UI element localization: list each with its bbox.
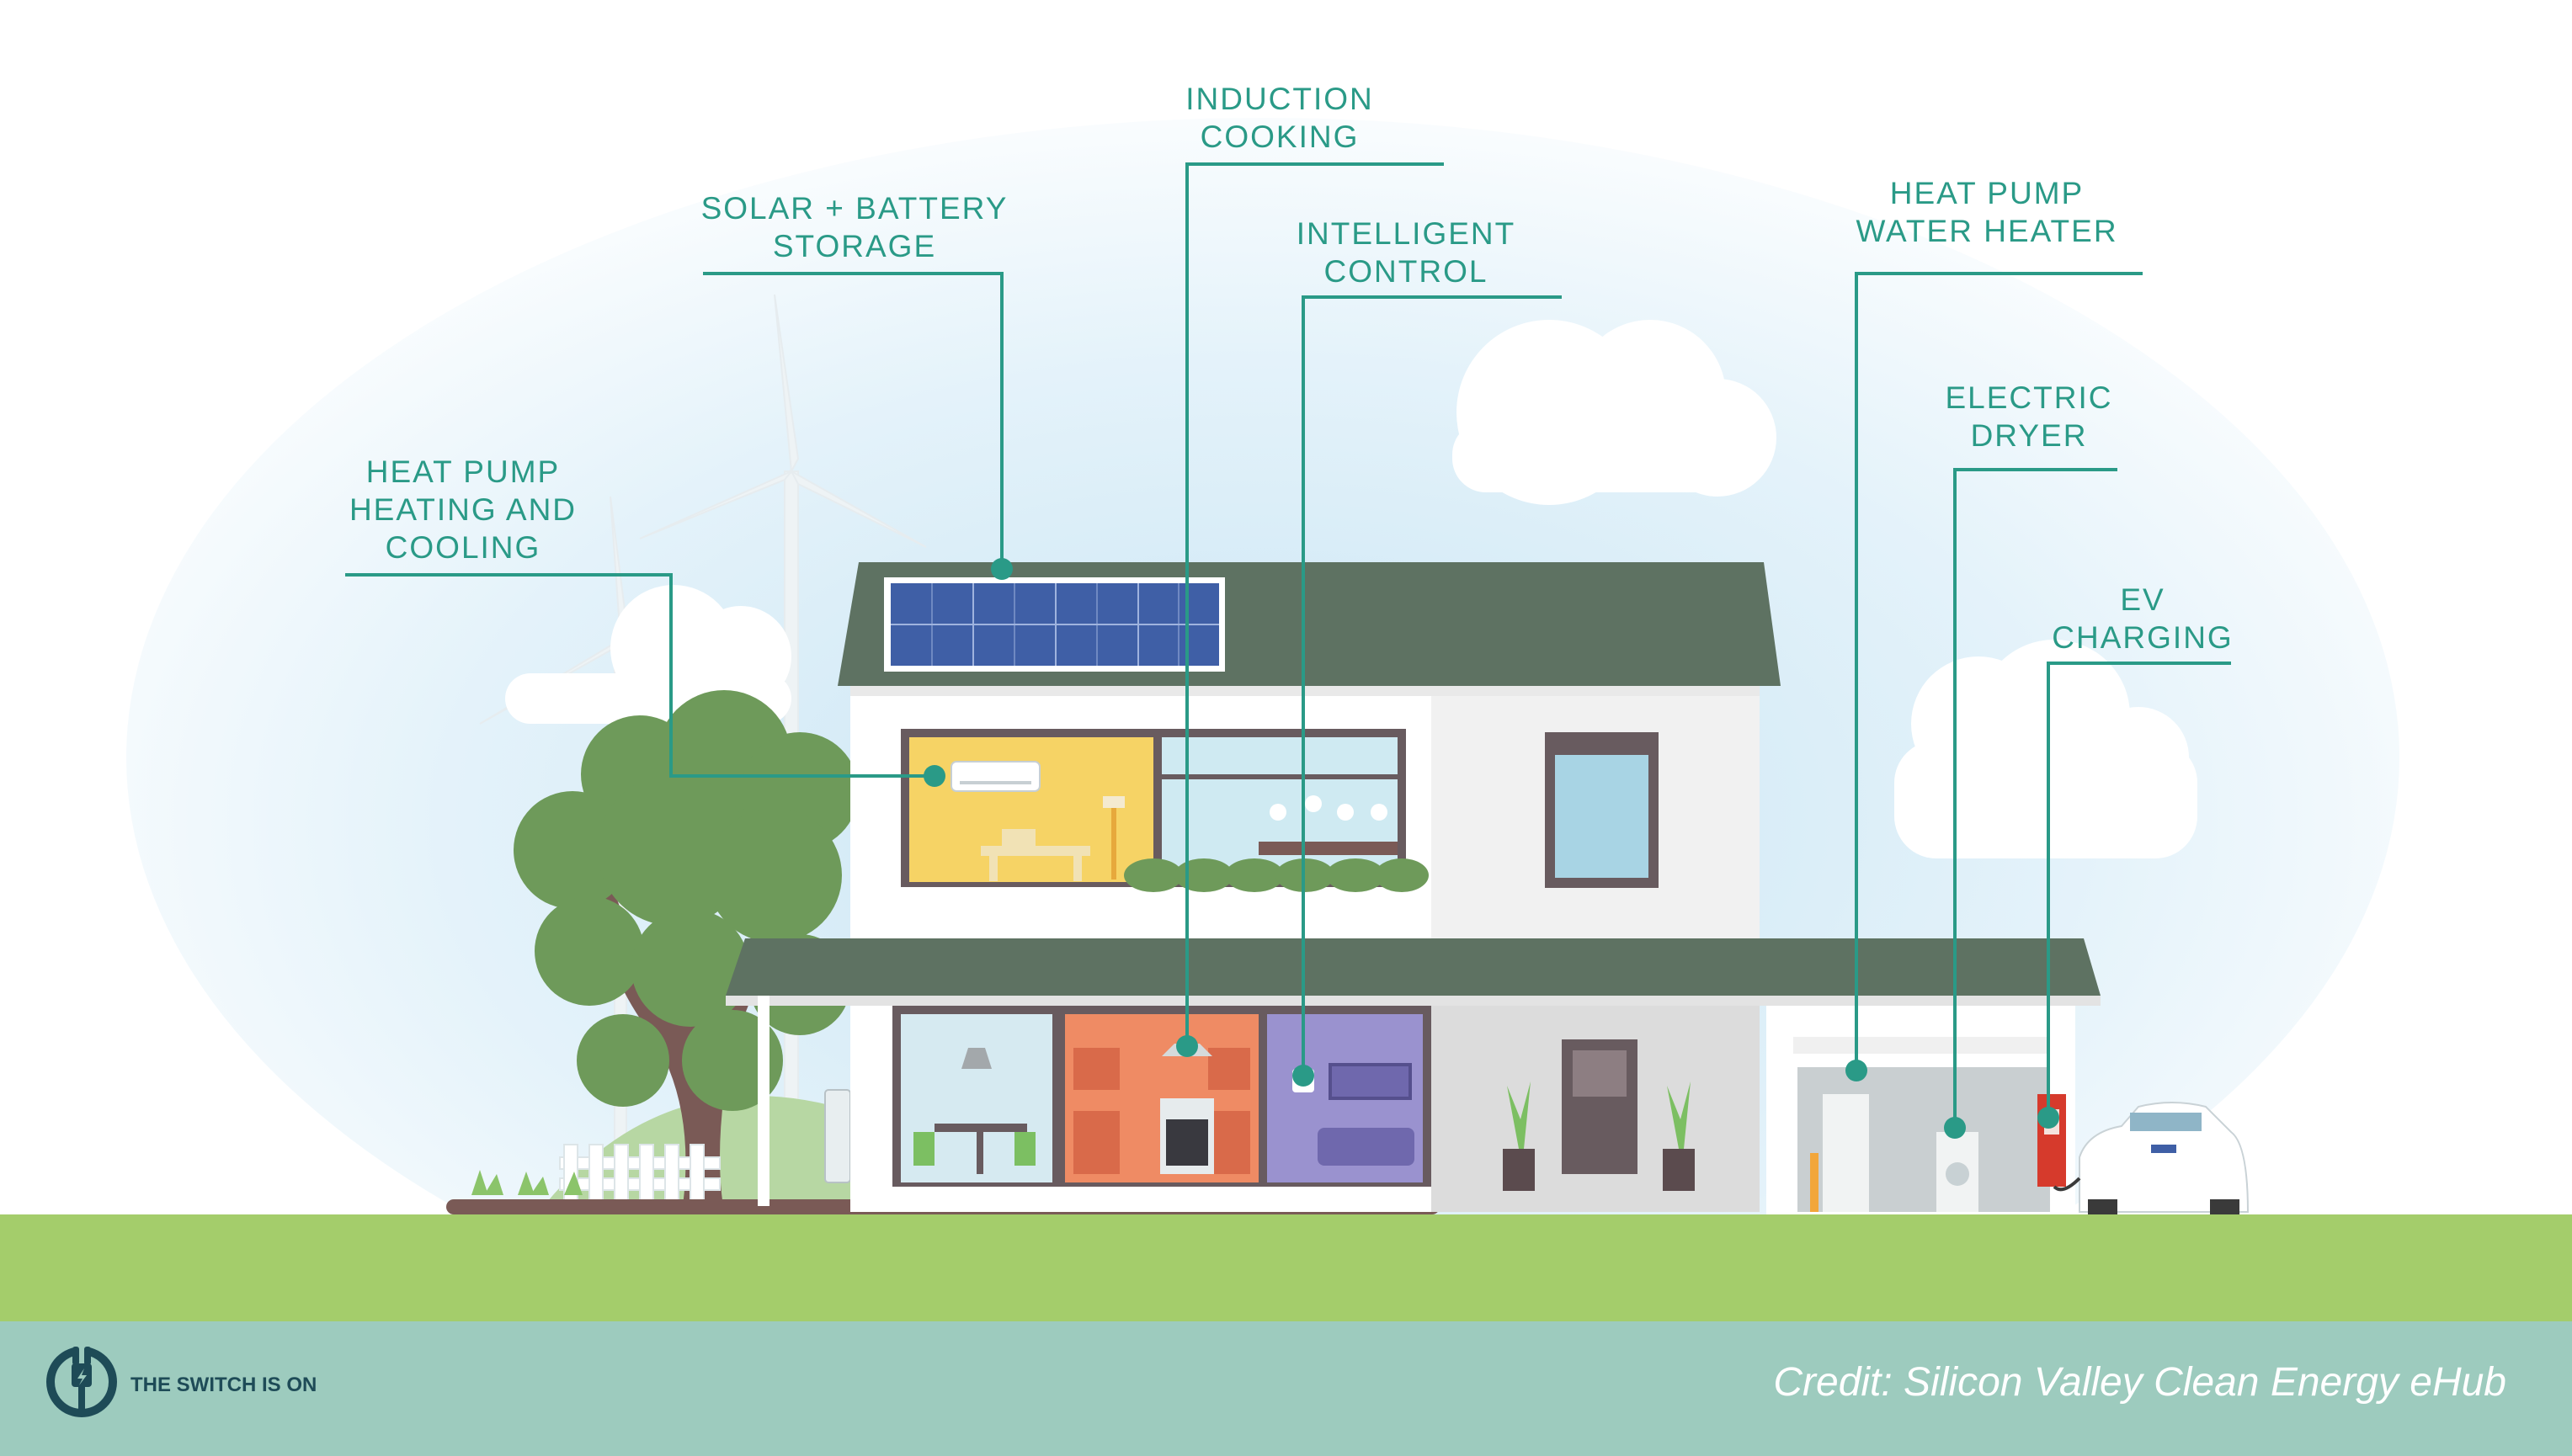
callout-control-line1: INTELLIGENT: [1296, 216, 1516, 251]
solar-panel: [884, 577, 1225, 672]
image-credit: Credit: Silicon Valley Clean Energy eHub: [1773, 1360, 2506, 1405]
house-illustration: [0, 118, 2572, 1321]
callout-heat-pump-heating-cooling: HEAT PUMP HEATING AND COOLING: [333, 453, 594, 566]
callout-hvac-line2: HEATING AND: [349, 492, 578, 527]
callout-water-heater-line1: HEAT PUMP: [1889, 176, 2085, 210]
flowers: [1270, 795, 1387, 821]
lawn: [0, 1214, 2572, 1321]
callout-dryer-line1: ELECTRIC: [1945, 380, 2113, 415]
callout-ev-line1: EV: [2120, 582, 2165, 617]
callout-hvac-line3: COOLING: [385, 530, 541, 565]
callout-water-heater-line2: WATER HEATER: [1856, 214, 2118, 248]
brand-name: THE SWITCH IS ON: [130, 1374, 317, 1396]
chairs: [913, 1132, 1036, 1166]
small-plants: [471, 1170, 583, 1195]
callout-dryer-line2: DRYER: [1970, 418, 2088, 453]
callout-solar-line1: SOLAR + BATTERY: [700, 191, 1009, 226]
callout-solar-battery: SOLAR + BATTERY STORAGE: [686, 189, 1023, 265]
porch-roof: [726, 938, 2101, 996]
water-heater: [1810, 1094, 1869, 1212]
callout-solar-line2: STORAGE: [772, 229, 937, 263]
ac-unit: [951, 761, 1041, 792]
floor-lamp: [1111, 804, 1116, 879]
callout-induction-cooking: INDUCTION COOKING: [1166, 80, 1393, 156]
plug-icon: [46, 1345, 117, 1417]
home-battery: [824, 1089, 851, 1183]
footer-bar: [0, 1321, 2572, 1456]
dining-table: [935, 1048, 1027, 1174]
callout-control-line2: CONTROL: [1323, 254, 1488, 289]
callout-ev-charging: EV CHARGING: [2050, 581, 2235, 656]
callout-induction-line2: COOKING: [1200, 120, 1360, 154]
dryer: [1936, 1132, 1978, 1212]
fence: [559, 1144, 721, 1213]
kitchen-cabinets: [1073, 1048, 1250, 1174]
callout-intelligent-control: INTELLIGENT CONTROL: [1288, 215, 1524, 290]
electric-car: [2053, 1102, 2250, 1214]
callout-lines: [345, 162, 2231, 1128]
callout-dots: [924, 558, 2059, 1139]
upstairs-office: [909, 737, 1153, 882]
sofa: [1318, 1063, 1414, 1166]
induction-stove: [1160, 1098, 1214, 1174]
callout-heat-pump-water-heater: HEAT PUMP WATER HEATER: [1844, 174, 2130, 250]
callout-electric-dryer: ELECTRIC DRYER: [1936, 379, 2122, 454]
potted-plants: [1503, 1081, 1695, 1191]
callout-induction-line1: INDUCTION: [1185, 82, 1374, 116]
desk: [981, 829, 1090, 881]
callout-hvac-line1: HEAT PUMP: [365, 454, 561, 489]
callout-ev-line2: CHARGING: [2052, 620, 2234, 655]
